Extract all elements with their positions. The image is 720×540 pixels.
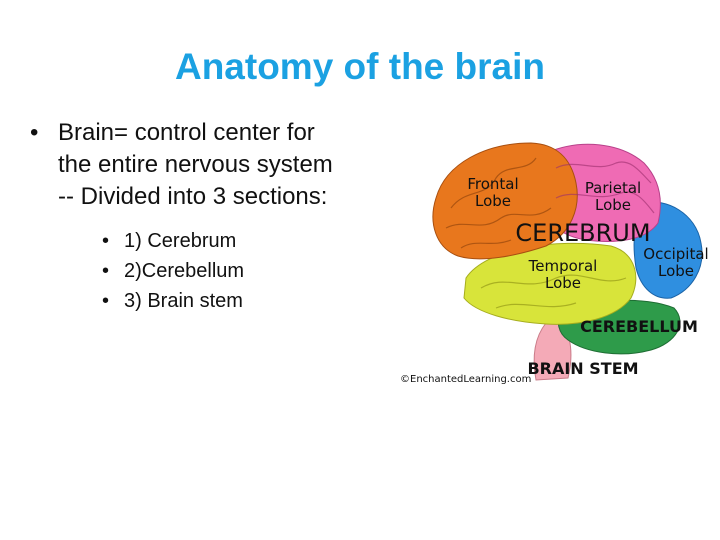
sub-bullet-text: 1) Cerebrum — [124, 230, 237, 252]
occipital-lobe-label: Occipital Lobe — [643, 245, 709, 280]
sub-bullet-list: • 1) Cerebrum • 2)Cerebellum • 3) Brain … — [30, 226, 410, 316]
bullet-glyph: • — [102, 290, 110, 312]
brain-diagram: Frontal Lobe Parietal Lobe CEREBRUM Occi… — [396, 128, 720, 390]
cerebellum-label: CEREBELLUM — [580, 317, 698, 336]
bullet-text-line1: Brain= control center for — [58, 119, 315, 146]
parietal-gyri — [555, 161, 655, 214]
bullet-text-line3: -- Divided into 3 sections: — [58, 183, 328, 210]
frontal-gyri — [445, 157, 552, 249]
sub-bullet-item: • 3) Brain stem — [102, 286, 410, 316]
sub-bullet-item: • 1) Cerebrum — [102, 226, 410, 256]
bullet-item-main: • Brain= control center for — [30, 118, 410, 148]
frontal-lobe-label: Frontal Lobe — [467, 175, 519, 210]
image-credit: ©EnchantedLearning.com — [400, 374, 532, 385]
parietal-lobe-label: Parietal Lobe — [584, 179, 642, 214]
temporal-gyri — [480, 274, 627, 309]
brain-stem-label: BRAIN STEM — [527, 359, 639, 378]
cerebrum-label: CEREBRUM — [515, 219, 651, 247]
brain-illustration — [432, 142, 703, 381]
sub-bullet-text: 3) Brain stem — [124, 290, 243, 312]
frontal-lobe-region — [432, 142, 578, 260]
bullet-glyph: • — [102, 230, 110, 252]
bullet-glyph: • — [30, 119, 39, 146]
sub-bullet-item: • 2)Cerebellum — [102, 256, 410, 286]
slide-title: Anatomy of the brain — [174, 46, 546, 87]
sub-bullet-text: 2)Cerebellum — [124, 260, 245, 282]
bullet-glyph: • — [102, 260, 110, 282]
temporal-lobe-label: Temporal Lobe — [528, 257, 598, 292]
bullet-list: • Brain= control center for the entire n… — [30, 118, 410, 316]
bullet-text-line2: the entire nervous system — [58, 151, 333, 178]
